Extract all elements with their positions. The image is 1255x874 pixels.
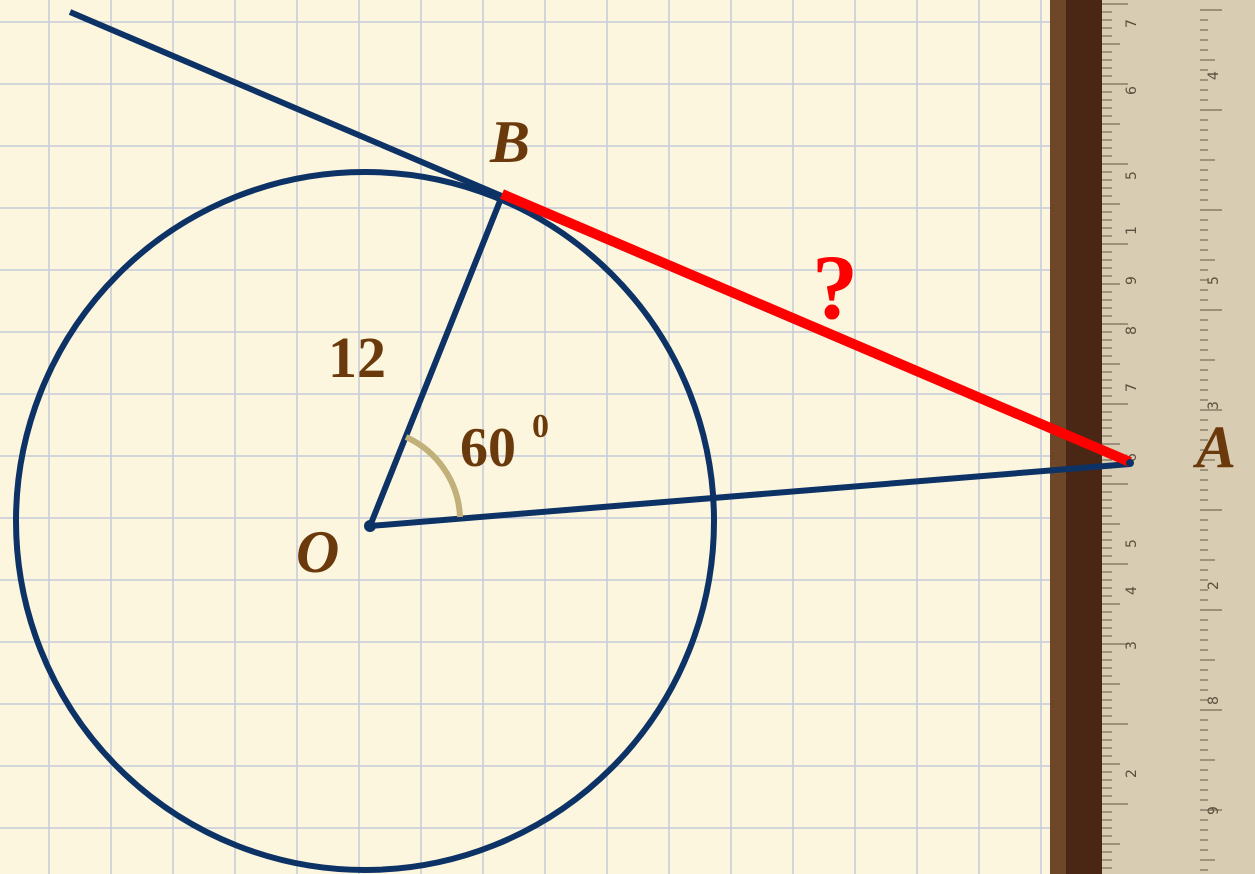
angle-value-label: 60 bbox=[460, 417, 516, 479]
point-a-dot bbox=[1126, 459, 1134, 467]
unknown-length-question-mark: ? bbox=[812, 236, 858, 338]
ruler: 7 6 5 1 9 8 7 6 5 4 3 2 4 5 3 2 8 9 bbox=[1050, 0, 1255, 874]
label-b: B bbox=[489, 109, 530, 175]
ruler-number: 2 bbox=[1206, 581, 1222, 590]
ruler-number: 6 bbox=[1124, 86, 1140, 95]
segment-oa bbox=[369, 461, 1131, 529]
graph-paper-grid bbox=[0, 0, 1055, 874]
ruler-number: 8 bbox=[1124, 326, 1140, 335]
ruler-numbers-right: 4 5 3 2 8 9 bbox=[1206, 71, 1222, 815]
ruler-number: 1 bbox=[1124, 226, 1140, 235]
ruler-number: 4 bbox=[1206, 71, 1222, 80]
ruler-number: 2 bbox=[1124, 769, 1140, 778]
ruler-number: 4 bbox=[1124, 586, 1140, 595]
ruler-number: 5 bbox=[1206, 276, 1222, 285]
label-a: A bbox=[1192, 414, 1236, 480]
tangent-segment-ba bbox=[500, 189, 1132, 467]
label-o: O bbox=[296, 519, 339, 585]
ruler-number: 3 bbox=[1124, 641, 1140, 650]
angle-degree-superscript: 0 bbox=[532, 408, 549, 445]
ruler-numbers-left: 7 6 5 1 9 8 7 6 5 4 3 2 bbox=[1124, 19, 1140, 778]
radius-ob bbox=[367, 194, 505, 528]
angle-arc bbox=[404, 434, 463, 518]
ruler-number: 9 bbox=[1206, 806, 1222, 815]
ruler-number: 7 bbox=[1124, 19, 1140, 28]
ruler-number: 9 bbox=[1124, 276, 1140, 285]
ruler-number: 7 bbox=[1124, 383, 1140, 392]
center-point bbox=[364, 520, 376, 532]
ruler-face bbox=[1102, 0, 1255, 874]
radius-length-label: 12 bbox=[328, 325, 386, 390]
ruler-number: 6 bbox=[1124, 453, 1140, 462]
ruler-number: 5 bbox=[1124, 539, 1140, 548]
ruler-number: 8 bbox=[1206, 696, 1222, 705]
ruler-number: 5 bbox=[1124, 171, 1140, 180]
ruler-ticks bbox=[1102, 3, 1222, 871]
circle bbox=[13, 169, 717, 873]
ruler-number: 3 bbox=[1206, 401, 1222, 410]
